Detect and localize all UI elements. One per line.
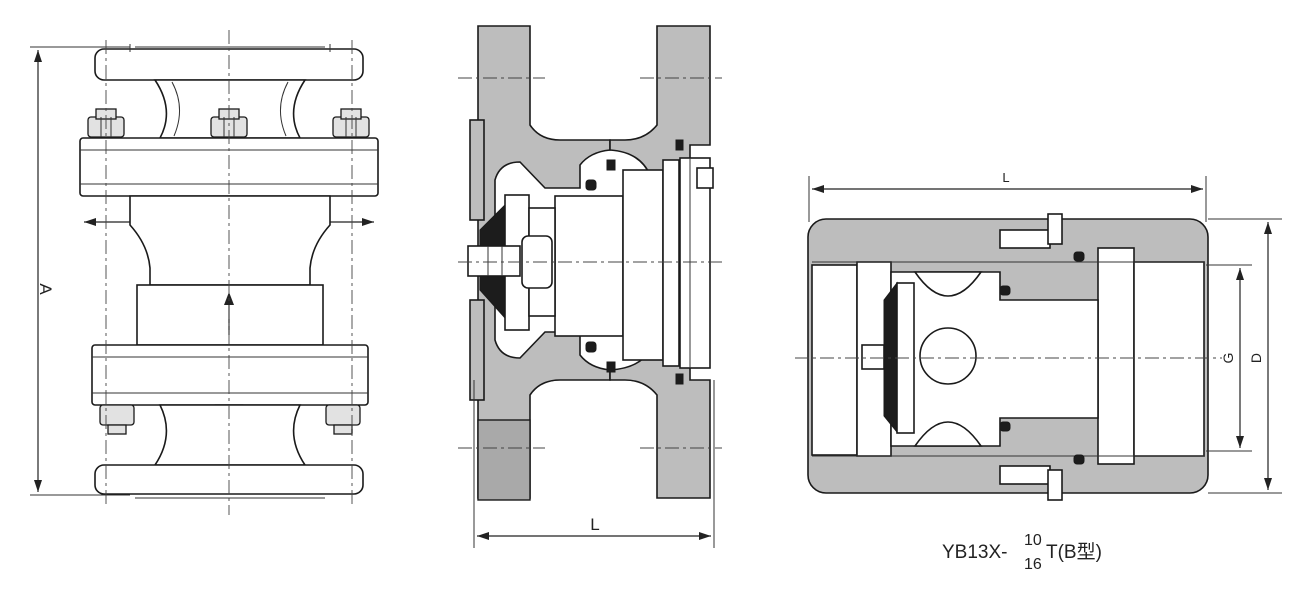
length-label: L [590,515,599,534]
body-upper [129,195,331,286]
model-prefix: YB13X- [942,542,1007,563]
outer-diameter-label: D [1248,353,1264,363]
right-thread-bore [1133,261,1205,457]
body-middle [136,284,324,346]
model-designation: YB13X- 10 16 T(B型) [942,532,1102,573]
lower-large-flange [91,344,369,406]
section-view: L [458,25,722,548]
stem-nut [467,245,521,277]
front-view: A D3 [30,30,379,515]
height-label: A [36,283,55,295]
threaded-length-label: L [1002,170,1009,185]
model-pressure-bottom: 16 [1024,556,1042,573]
threaded-view: L G [795,170,1282,501]
lower-neck [153,404,307,466]
threaded-stem-nut [861,344,885,370]
inner-sleeve [554,195,624,337]
left-body-casting [477,25,611,499]
left-thread-bore [811,264,858,456]
threaded-disc-seal [883,281,898,434]
upper-bolts [87,108,370,138]
model-suffix: T(B型) [1046,541,1102,563]
thread-label: G [1220,353,1236,364]
model-pressure-top: 10 [1024,532,1042,549]
